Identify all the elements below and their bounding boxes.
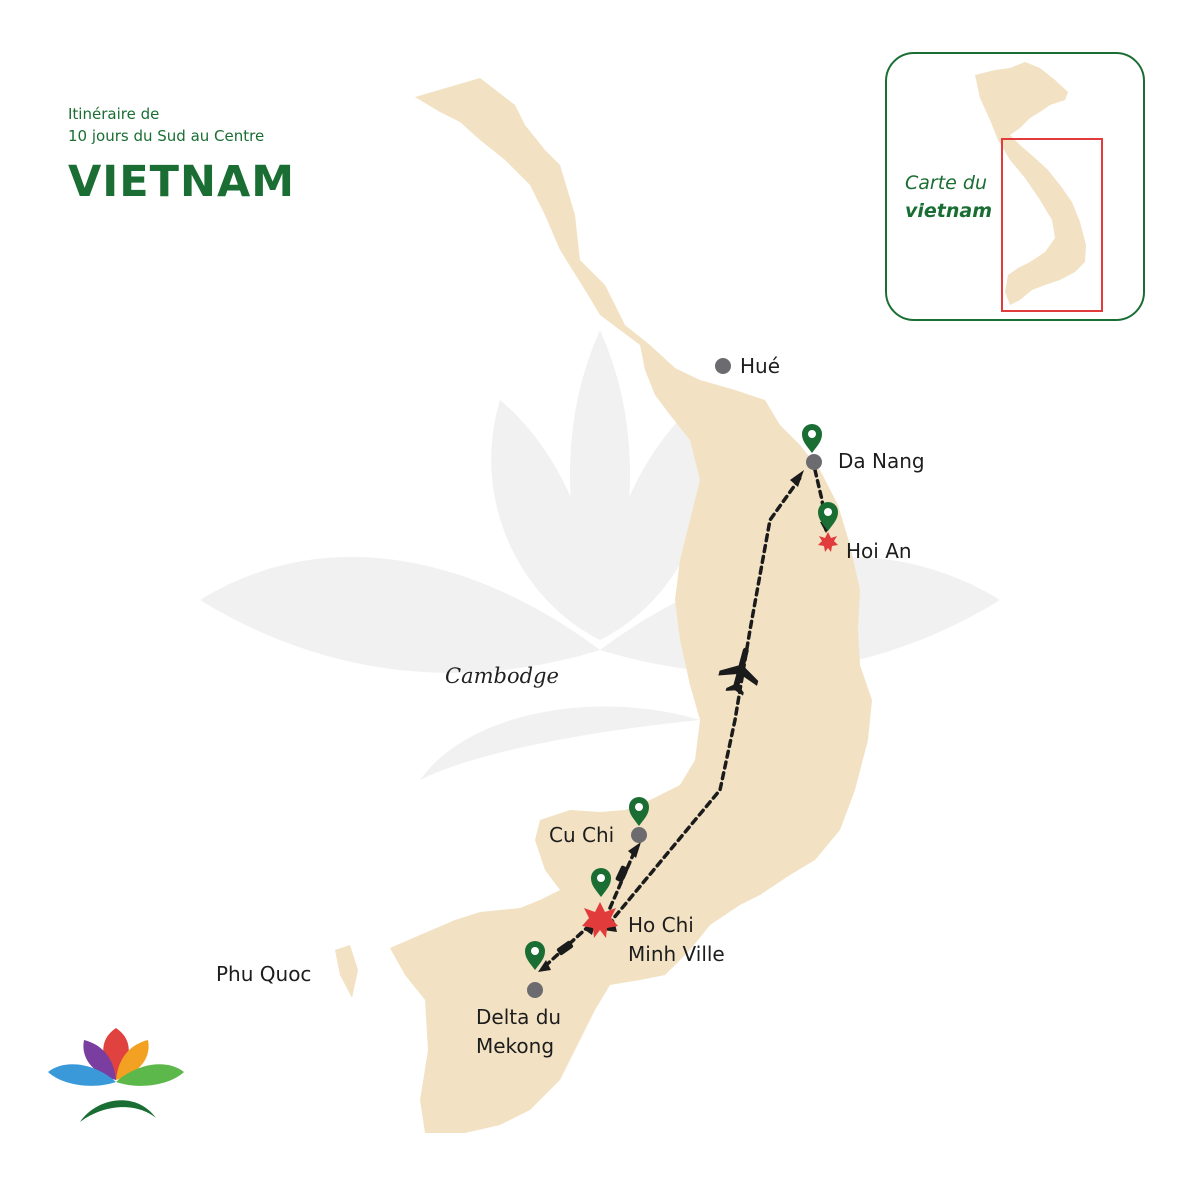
map-pin-icon [591, 868, 611, 897]
inset-vietnam-shape [975, 62, 1086, 305]
map-pin-icon [818, 502, 838, 531]
page-title: VIETNAM [68, 157, 295, 207]
subtitle-line-1: Itinéraire de [68, 105, 159, 123]
label-cu-chi: Cu Chi [549, 823, 614, 847]
label-mekong-line-2: Mekong [476, 1034, 554, 1058]
lotus-logo-icon [48, 1028, 184, 1122]
star-burst-icon [818, 532, 838, 552]
arrow-head [538, 960, 551, 972]
label-hcmc-line-2: Minh Ville [628, 942, 725, 966]
label-cambodia: Cambodge [445, 664, 559, 688]
arrow-head [790, 470, 804, 487]
airplane-icon [718, 647, 759, 696]
star-burst-icon [582, 902, 618, 938]
label-phu-quoc: Phu Quoc [216, 962, 311, 986]
label-hue: Hué [740, 354, 780, 378]
map-pins [525, 424, 838, 970]
label-hcmc-line-1: Ho Chi [628, 913, 694, 937]
da-nang-dot [806, 454, 822, 470]
label-mekong-line-1: Delta du [476, 1005, 561, 1029]
car-icon [615, 865, 629, 883]
car-icons [556, 865, 629, 956]
label-da-nang: Da Nang [838, 449, 925, 473]
arrow-head [628, 842, 641, 858]
map-pin-icon [525, 941, 545, 970]
inset-label-line-1: Carte du [905, 172, 987, 194]
map-pin-icon [802, 424, 822, 453]
inset-label-line-2: vietnam [905, 200, 992, 222]
cu-chi-dot [631, 827, 647, 843]
hue-dot [715, 358, 731, 374]
vietnam-land [390, 78, 872, 1133]
inset-map: Carte du vietnam [885, 52, 1145, 321]
label-hoi-an: Hoi An [846, 539, 912, 563]
subtitle-line-2: 10 jours du Sud au Centre [68, 127, 264, 145]
phu-quoc-island [335, 945, 358, 998]
mekong-dot [527, 982, 543, 998]
car-icon [556, 940, 574, 956]
city-markers [527, 358, 822, 998]
map-pin-icon [629, 797, 649, 826]
